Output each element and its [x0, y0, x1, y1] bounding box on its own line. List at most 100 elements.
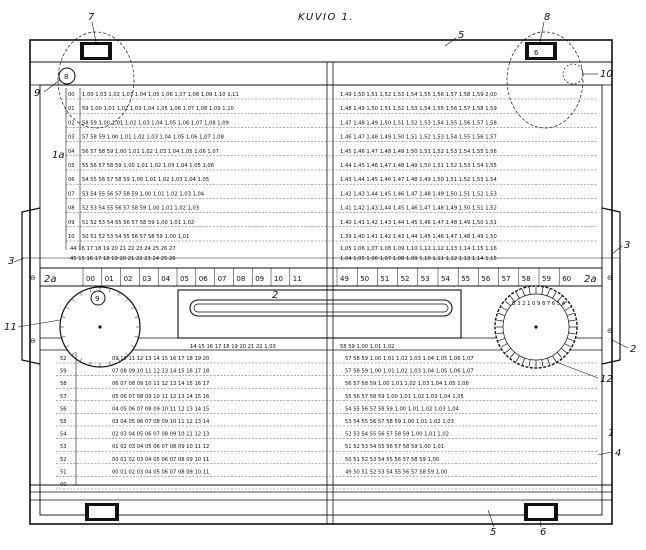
left-dial-tick	[109, 288, 111, 293]
scale-left-tick: 09	[255, 275, 264, 283]
lower-row-label: 54	[60, 432, 67, 438]
scale-right-tick: 52	[401, 275, 410, 283]
lower-right-row: 54 55 56 57 58 59 1,00 1,01 1,02 1,03 1,…	[345, 406, 460, 412]
ref-1: 1	[608, 428, 614, 439]
leader-11	[17, 319, 61, 328]
scale-band	[39, 267, 603, 287]
dial-tick	[546, 357, 551, 365]
upper-right-row: 1,48 1,49 1,50 1,51 1,52 1,53 1,54 1,55 …	[340, 106, 497, 112]
mid-left-row: 45 15 16 17 18 19 20 21 22 23 24 25 26	[70, 256, 176, 262]
left-dial-tick	[131, 344, 135, 348]
scale-right-tick: 57	[502, 275, 511, 283]
lower-left-row: 01 02 03 04 05 06 07 08 09 10 11 12	[112, 444, 209, 450]
left-dial-center	[98, 325, 102, 329]
dial-tick	[501, 306, 508, 311]
dial-tick	[505, 347, 511, 353]
upper-right-row: 1,41 1,42 1,43 1,44 1,45 1,46 1,47 1,48 …	[340, 206, 497, 212]
ref-2a-right: 2a	[584, 274, 597, 285]
ref-2-right: 2	[630, 344, 636, 355]
dial-tick	[566, 312, 574, 317]
upper-left-row: 56 57 58 59 1,00 1,01 1,02 1,03 1,04 1,0…	[82, 149, 219, 155]
leader-7	[91, 21, 97, 43]
lower-row-label: 58	[60, 381, 67, 387]
dial-tick	[568, 319, 576, 322]
leader-2-right	[611, 339, 629, 349]
leader-4	[597, 451, 613, 456]
circle-9-label: 9	[95, 295, 99, 303]
dial-tick	[541, 359, 544, 367]
lower-row-label: 53	[60, 444, 67, 450]
scale-right-tick: 50	[360, 275, 369, 283]
ref-8: 8	[544, 12, 550, 23]
top-left-slot-inner	[84, 45, 108, 57]
left-side-tab	[21, 207, 41, 365]
slot-label-6: 6	[534, 49, 539, 57]
ref-11: 11	[4, 322, 17, 333]
outer-frame	[29, 39, 613, 525]
upper-left-row: 50 51 52 53 54 55 56 57 58 59 1,00 1,01	[82, 234, 189, 240]
lower-row-label: 52	[60, 356, 67, 362]
lower-left-row: 07 08 09 10 11 12 13 14 15 16 17 18	[112, 369, 209, 375]
upper-right-row: 1,47 1,48 1,49 1,50 1,51 1,52 1,53 1,54 …	[340, 120, 497, 126]
lower-row-label: 59	[60, 369, 67, 375]
dial-tick	[552, 355, 557, 362]
scale-right-tick: 56	[481, 275, 490, 283]
upper-right-row: 1,45 1,46 1,47 1,48 1,49 1,50 1,51 1,52 …	[340, 149, 497, 155]
lower-left-row: 00 01 02 03 04 05 06 07 08 09 10 11	[112, 469, 209, 475]
scale-left-tick: 04	[161, 275, 170, 283]
lower-row-label: 57	[60, 394, 67, 400]
leader-5-top	[444, 37, 457, 47]
leader-12	[555, 361, 599, 379]
dial-tick	[501, 343, 508, 348]
left-dial-tick	[89, 361, 91, 366]
small-dashed-circle-10	[562, 63, 584, 85]
right-theta-2: ⊖	[607, 327, 613, 335]
ref-3-left: 3	[8, 256, 14, 267]
scale-left-tick: 05	[180, 275, 189, 283]
scale-right-tick: 59	[542, 275, 551, 283]
upper-right-row: 1,43 1,44 1,45 1,46 1,47 1,48 1,49 1,50 …	[340, 177, 497, 183]
ref-4: 4	[615, 448, 621, 459]
upper-left-row: 58 59 1,00 1,01 1,02 1,03 1,04 1,05 1,06…	[82, 120, 229, 126]
upper-right-row: 1,40 1,41 1,42 1,43 1,44 1,45 1,46 1,47 …	[340, 220, 497, 226]
mid-right-row: 1,05 1,06 1,07 1,08 1,09 1,10 1,11 1,12 …	[340, 246, 497, 252]
upper-row-label: 06	[68, 177, 75, 183]
lower-right-row: 50 51 52 53 54 55 56 57 58 59 1,00	[345, 457, 439, 463]
lower-left-row: 02 03 04 05 06 07 08 09 10 11 12 13	[112, 432, 209, 438]
upper-row-label: 08	[68, 206, 75, 212]
upper-left-row: 55 56 57 58 59 1,00 1,01 1,02 1,03 1,04 …	[82, 163, 214, 169]
ref-5-top: 5	[458, 30, 464, 41]
left-dial-tick	[125, 352, 129, 356]
mid-right-row: 1,04 1,05 1,06 1,07 1,08 1,09 1,10 1,11 …	[340, 256, 497, 262]
scale-right-tick: 51	[380, 275, 389, 283]
lower-row-label: 51	[60, 469, 67, 475]
upper-row-label: 02	[68, 120, 75, 126]
lower-row-label: 56	[60, 406, 67, 412]
upper-row-label: 09	[68, 220, 75, 226]
upper-row-label: 01	[68, 106, 75, 112]
scale-right-tick: 55	[461, 275, 470, 283]
lower-right-row: 49 50 51 52 53 54 55 56 57 58 59 1,00	[345, 469, 447, 475]
dial-tick	[568, 332, 576, 335]
dial-tick	[561, 347, 567, 353]
leader-3-right	[611, 245, 623, 255]
scale-left-tick: 07	[218, 275, 227, 283]
lower-right-row: 53 54 55 56 57 58 59 1,00 1,01 1,02 1,03	[345, 419, 454, 425]
upper-row-label: 04	[68, 149, 75, 155]
dial-tick	[496, 319, 504, 322]
ref-9: 9	[34, 88, 40, 99]
upper-left-row: 53 54 55 56 57 58 59 1,00 1,01 1,02 1,03…	[82, 191, 205, 197]
leader-3-left	[13, 257, 25, 263]
scale-left-tick: 11	[293, 275, 302, 283]
left-dial-tick	[109, 361, 111, 366]
upper-row-label: 03	[68, 135, 75, 141]
bottom-left-slot-inner	[89, 506, 115, 518]
dial-tick	[566, 337, 574, 342]
left-dial-tick	[71, 298, 75, 302]
right-theta-1: ⊖	[607, 274, 613, 282]
dial-tick	[546, 289, 551, 297]
lower-right-row: 55 56 57 58 59 1,00 1,01 1,02 1,03 1,04 …	[345, 394, 464, 400]
dial-tick	[510, 352, 516, 358]
